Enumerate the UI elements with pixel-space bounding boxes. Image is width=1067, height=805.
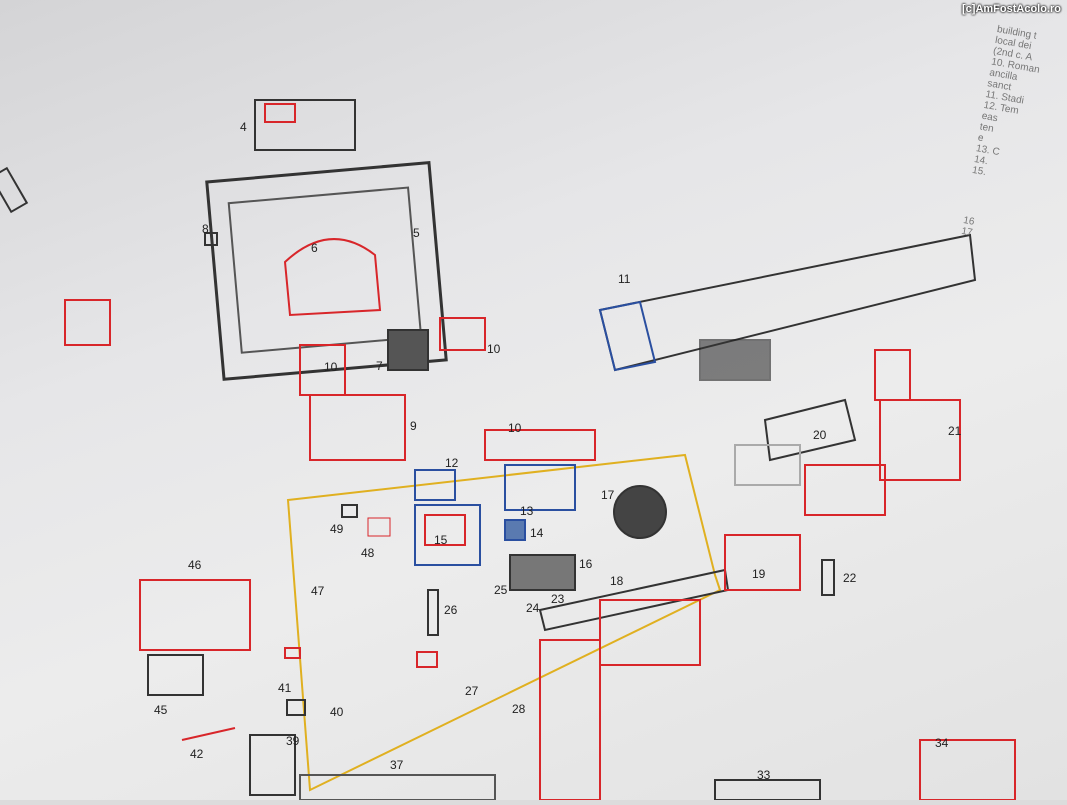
- label-20: 20: [813, 428, 827, 442]
- building-37: [299, 774, 496, 801]
- label-47: 47: [311, 584, 325, 598]
- building-8: [204, 232, 218, 246]
- label-4: 4: [240, 120, 247, 134]
- label-15: 15: [434, 533, 448, 547]
- label-34: 34: [935, 736, 949, 750]
- building-4-red: [264, 103, 296, 123]
- label-19: 19: [752, 567, 766, 581]
- label-14: 14: [530, 526, 544, 540]
- label-6: 6: [311, 241, 318, 255]
- label-5: 5: [413, 226, 420, 240]
- label-10: 10: [324, 360, 338, 374]
- building-20-annex: [734, 444, 801, 486]
- building-21-north: [874, 349, 911, 401]
- building-23-south: [599, 599, 701, 666]
- temple-16: [509, 554, 576, 591]
- building-42: [181, 727, 236, 741]
- label-18: 18: [610, 574, 624, 588]
- building-45: [147, 654, 204, 696]
- label-48: 48: [361, 546, 375, 560]
- building-21-west: [804, 464, 886, 516]
- label-11: 11: [618, 272, 631, 286]
- building-46: [139, 579, 251, 651]
- building-7: [387, 329, 429, 371]
- label-46: 46: [188, 558, 202, 572]
- label-8: 8: [202, 222, 209, 236]
- watermark: [c]AmFostAcolo.ro: [962, 3, 1061, 15]
- label-7: 7: [376, 359, 383, 373]
- building-edge-left: [0, 166, 29, 214]
- building-10c: [484, 429, 596, 461]
- label-41: 41: [278, 681, 292, 695]
- building-13: [504, 464, 576, 511]
- building-small-2: [284, 647, 301, 659]
- label-40: 40: [330, 705, 344, 719]
- label-49: 49: [330, 522, 344, 536]
- label-25: 25: [494, 583, 508, 597]
- label-12: 12: [445, 456, 459, 470]
- label-16: 16: [579, 557, 593, 571]
- tholos-17: [613, 485, 667, 539]
- building-5-inner: [227, 186, 423, 354]
- building-33: [714, 779, 821, 801]
- building-26: [427, 589, 439, 636]
- building-14: [504, 519, 526, 541]
- label-10: 10: [508, 421, 522, 435]
- building-15-inner: [424, 514, 466, 546]
- stadium-11-ruins: [699, 339, 771, 381]
- building-20: [763, 398, 857, 462]
- building-22: [821, 559, 835, 596]
- building-10b: [439, 317, 486, 351]
- label-23: 23: [551, 592, 565, 606]
- building-12: [414, 469, 456, 501]
- label-17: 17: [601, 488, 615, 502]
- label-33: 33: [757, 768, 771, 782]
- building-small: [416, 651, 438, 668]
- ruin-left: [64, 299, 111, 346]
- building-5-portico: [205, 160, 448, 381]
- building-9: [309, 394, 406, 461]
- sanctuary-enclosure: [286, 453, 722, 792]
- label-9: 9: [410, 419, 417, 433]
- label-13: 13: [520, 504, 534, 518]
- building-48: [367, 517, 391, 537]
- label-45: 45: [154, 703, 168, 717]
- building-39: [249, 734, 296, 796]
- map-labels: 4 5 6 7 8 9 10 10 10 11 12 13 14 15 16 1…: [154, 120, 962, 782]
- label-26: 26: [444, 603, 458, 617]
- label-37: 37: [390, 758, 404, 772]
- label-39: 39: [286, 734, 300, 748]
- building-19: [724, 534, 801, 591]
- label-10: 10: [487, 342, 501, 356]
- building-21: [879, 399, 961, 481]
- building-49: [341, 504, 358, 518]
- stadium-11-end: [598, 300, 657, 372]
- label-24: 24: [526, 601, 540, 615]
- label-21: 21: [948, 424, 962, 438]
- label-28: 28: [512, 702, 526, 716]
- theatre-6: [283, 238, 382, 317]
- label-27: 27: [465, 684, 479, 698]
- building-4: [254, 99, 356, 151]
- stadium-11: [598, 233, 977, 372]
- building-15: [414, 504, 481, 566]
- building-41: [286, 699, 306, 716]
- label-42: 42: [190, 747, 204, 761]
- label-22: 22: [843, 571, 857, 585]
